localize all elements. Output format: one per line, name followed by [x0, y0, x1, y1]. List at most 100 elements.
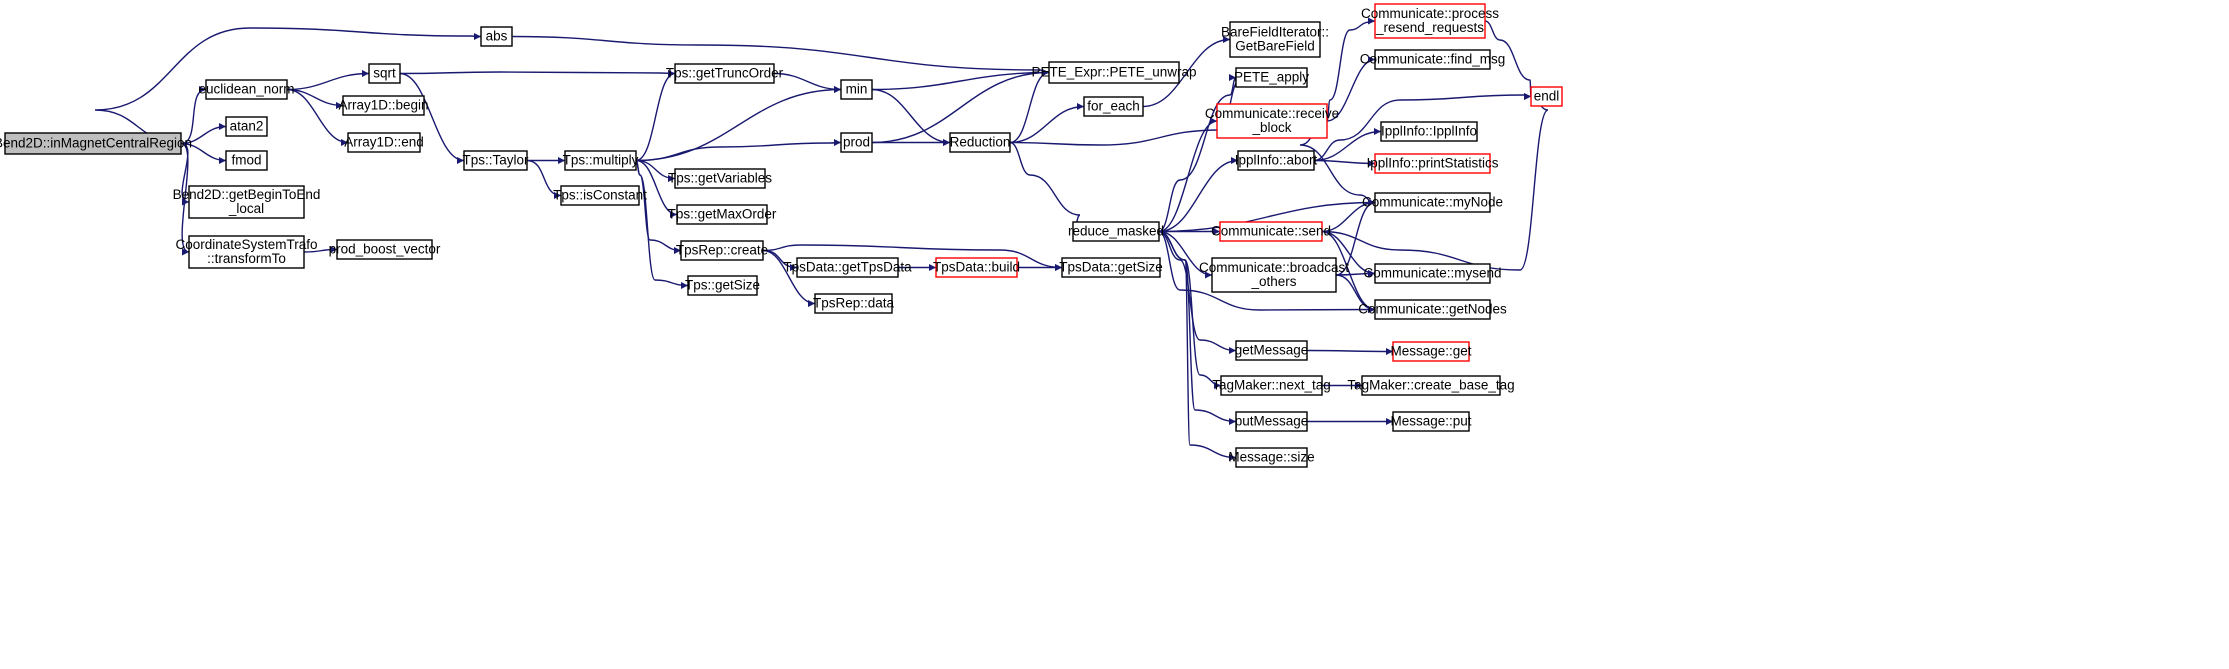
- node-box: [480, 26, 513, 47]
- node-box: [368, 63, 401, 84]
- node-commGetNodes[interactable]: Communicate::getNodes: [1358, 299, 1507, 320]
- node-min[interactable]: min: [840, 79, 873, 100]
- node-box: [4, 132, 182, 155]
- node-peteUnwrap[interactable]: PETE_Expr::PETE_unwrap: [1031, 61, 1197, 84]
- node-commBcast[interactable]: Communicate::broadcast_others: [1199, 257, 1349, 293]
- node-box: [1216, 103, 1328, 139]
- node-euclid[interactable]: euclidean_norm: [198, 79, 295, 100]
- node-label: GetBareField: [1235, 39, 1315, 54]
- edge-reduction-to-peteUnwrap: [1009, 69, 1050, 144]
- edge-root-to-coordTrafo: [180, 142, 190, 256]
- node-tpsGetVars[interactable]: Tps::getVariables: [668, 168, 772, 189]
- node-tpsTaylor[interactable]: Tps::Taylor: [462, 150, 529, 171]
- node-commMysend[interactable]: Communicate::mysend: [1363, 263, 1502, 284]
- node-tpsDataGet[interactable]: TpsData::getTpsData: [783, 257, 912, 278]
- node-tpsMultiply[interactable]: Tps::multiply: [563, 150, 639, 171]
- edge-ipplAbort-to-endl: [1313, 92, 1532, 162]
- edge-reduceMasked-to-peteApply: [1158, 74, 1237, 233]
- node-putMessage[interactable]: putMessage: [1235, 411, 1309, 432]
- node-prod[interactable]: prod: [840, 132, 873, 153]
- node-msgSize[interactable]: Message::size: [1228, 447, 1315, 468]
- node-label: Message::put: [1390, 414, 1471, 429]
- node-box: [1235, 447, 1308, 468]
- node-ipplPrint[interactable]: IpplInfo::printStatistics: [1366, 153, 1499, 174]
- node-peteApply[interactable]: PETE_apply: [1234, 67, 1309, 88]
- node-tagCreate[interactable]: TagMaker::create_base_tag: [1347, 375, 1515, 396]
- edge-ipplAbort-to-ipplPrint: [1313, 159, 1376, 167]
- node-label: Communicate::find_msg: [1360, 52, 1506, 67]
- node-box: [1083, 96, 1144, 117]
- node-label: _others: [1250, 274, 1296, 289]
- node-getMessage[interactable]: getMessage: [1235, 340, 1309, 361]
- node-label: IpplInfo::abort: [1235, 153, 1318, 168]
- edge-commRecv-to-commProcess: [1326, 17, 1376, 122]
- node-tpsIsConst[interactable]: Tps::isConstant: [553, 185, 647, 206]
- node-box: [1229, 21, 1321, 58]
- node-label: Tps::getTruncOrder: [666, 66, 784, 81]
- node-label: euclidean_norm: [198, 82, 294, 97]
- node-commFindMsg[interactable]: Communicate::find_msg: [1360, 49, 1506, 70]
- node-tpsGetSize[interactable]: Tps::getSize: [685, 275, 760, 296]
- node-forEach[interactable]: for_each: [1083, 96, 1144, 117]
- node-commRecv[interactable]: Communicate::receive_block: [1205, 103, 1339, 139]
- node-box: [347, 132, 421, 153]
- node-box: [1361, 375, 1501, 396]
- node-box: [336, 239, 433, 260]
- node-arrEnd[interactable]: Array1D::end: [344, 132, 424, 153]
- edge-commSend-to-commGetNodes: [1321, 230, 1376, 313]
- node-msgGet[interactable]: Message::get: [1390, 341, 1472, 362]
- node-tpsMaxOrder[interactable]: Tps::getMaxOrder: [668, 204, 777, 225]
- node-box: [796, 257, 899, 278]
- node-reduction[interactable]: Reduction: [949, 132, 1011, 153]
- node-commMyNode[interactable]: Communicate::myNode: [1362, 192, 1503, 213]
- node-sqrt[interactable]: sqrt: [368, 63, 401, 84]
- node-tpsDataSize[interactable]: TpsData::getSize: [1059, 257, 1163, 278]
- node-tpsDataBuild[interactable]: TpsData::build: [933, 257, 1020, 278]
- node-endl[interactable]: endl: [1530, 86, 1563, 107]
- node-prodBoost[interactable]: prod_boost_vector: [329, 239, 441, 260]
- node-box: [188, 185, 305, 219]
- node-box: [1235, 340, 1308, 361]
- node-tagNext[interactable]: TagMaker::next_tag: [1212, 375, 1331, 396]
- node-box: [225, 116, 268, 137]
- node-label: prod_boost_vector: [329, 242, 441, 257]
- edge-getMessage-to-msgGet: [1306, 347, 1394, 355]
- edge-min-to-peteUnwrap: [871, 69, 1050, 91]
- edge-euclid-to-arrEnd: [286, 88, 349, 146]
- node-label: Communicate::myNode: [1362, 195, 1503, 210]
- node-label: _block: [1251, 120, 1291, 135]
- node-tpsTrunc[interactable]: Tps::getTruncOrder: [666, 63, 784, 84]
- node-msgPut[interactable]: Message::put: [1390, 411, 1472, 432]
- node-label: Tps::multiply: [563, 153, 639, 168]
- node-bareField[interactable]: BareFieldIterator::GetBareField: [1221, 21, 1329, 58]
- node-commProcess[interactable]: Communicate::process_resend_requests: [1361, 3, 1499, 39]
- node-label: TpsRep::data: [813, 296, 895, 311]
- node-tpsRepCreate[interactable]: TpsRep::create: [676, 240, 768, 261]
- node-label: prod: [843, 135, 870, 150]
- node-fmod[interactable]: fmod: [225, 150, 268, 171]
- node-atan2[interactable]: atan2: [225, 116, 268, 137]
- node-label: fmod: [231, 153, 261, 168]
- node-ipplInfo[interactable]: IpplInfo::IpplInfo: [1380, 121, 1478, 142]
- node-label: endl: [1534, 89, 1560, 104]
- node-box: [949, 132, 1011, 153]
- node-box: [840, 132, 873, 153]
- node-getBegin[interactable]: Bend2D::getBeginToEnd_local: [173, 185, 321, 219]
- node-label: BareFieldIterator::: [1221, 25, 1329, 40]
- node-commSend[interactable]: Communicate::send: [1211, 221, 1331, 242]
- edge-reduceMasked-to-commGetNodes: [1158, 230, 1376, 314]
- nodes-layer: Bend2D::inMagnetCentralRegion abseuclidea…: [0, 3, 1563, 468]
- node-label: _local: [228, 201, 264, 216]
- node-label: Array1D::begin: [338, 98, 428, 113]
- edge-tpsMultiply-to-tpsGetSize: [635, 159, 689, 289]
- node-reduceMasked[interactable]: reduce_masked: [1068, 221, 1164, 242]
- node-ipplAbort[interactable]: IpplInfo::abort: [1235, 150, 1318, 171]
- node-arrBegin[interactable]: Array1D::begin: [338, 95, 429, 116]
- node-tpsRepData[interactable]: TpsRep::data: [813, 293, 895, 314]
- edge-commSend-to-endl: [1321, 93, 1549, 271]
- edge-ipplAbort-to-ipplInfo: [1313, 128, 1382, 162]
- node-coordTrafo[interactable]: CoordinateSystemTrafo::transformTo: [175, 235, 318, 269]
- node-root[interactable]: Bend2D::inMagnetCentralRegion: [0, 132, 192, 155]
- node-abs[interactable]: abs: [480, 26, 513, 47]
